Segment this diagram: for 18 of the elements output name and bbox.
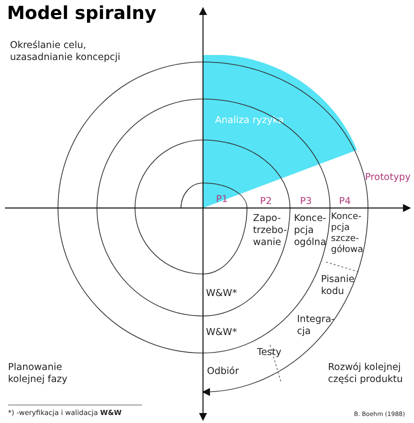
phase-label: P2: [260, 196, 272, 208]
stage-label: Odbiór: [207, 366, 239, 378]
quadrant-label: Określanie celu, uzasadnianie koncepcji: [10, 40, 122, 64]
stage-label: Zapo- trzebo- wanie: [253, 213, 287, 249]
risk-analysis-sector: [203, 55, 358, 208]
stage-label: W&W*: [206, 288, 237, 300]
stage-label: Konce- pcja szcze- gółowa: [331, 212, 364, 256]
stage-label: Integra- cja: [297, 314, 335, 338]
stage-label: Konce- pcja ogólna: [294, 213, 326, 249]
title: Model spiralny: [7, 3, 156, 25]
stage-label: Testy: [257, 347, 282, 359]
stage-label: Pisanie kodu: [321, 274, 354, 298]
phase-label: P3: [300, 196, 312, 208]
quadrant-label: Planowanie kolejnej fazy: [8, 362, 68, 386]
quadrant-label: Rozwój kolejnej części produktu: [328, 362, 404, 386]
prototype-label: Prototypy: [365, 172, 411, 184]
phase-label: P4: [339, 196, 351, 208]
stage-label: W&W*: [206, 327, 237, 339]
